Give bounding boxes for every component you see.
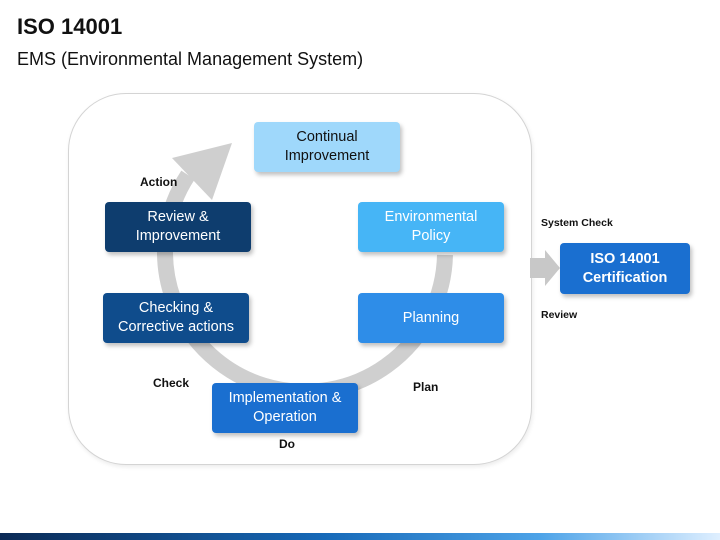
review-improvement-label: Review & Improvement — [135, 209, 221, 244]
environmental-policy-label: Environmental Policy — [384, 209, 478, 244]
system-check-label: System Check — [541, 217, 613, 229]
cycle-arrowhead-icon — [172, 143, 232, 200]
review-label: Review — [541, 309, 578, 321]
checking-box[interactable]: Checking & Corrective actions — [103, 293, 249, 343]
certification-label: ISO 14001 Certification — [582, 250, 668, 286]
environmental-policy-box[interactable]: Environmental Policy — [358, 202, 504, 252]
implementation-box[interactable]: Implementation & Operation — [212, 383, 358, 433]
phase-label-check: Check — [153, 376, 190, 390]
phase-label-do: Do — [279, 437, 295, 451]
page-subtitle: EMS (Environmental Management System) — [17, 49, 364, 69]
page-title: ISO 14001 — [17, 14, 123, 39]
certification-arrow-icon — [530, 250, 560, 286]
implementation-label: Implementation & Operation — [228, 390, 342, 425]
phase-label-action: Action — [140, 175, 178, 189]
continual-improvement-label: Continual Improvement — [284, 129, 370, 164]
planning-label: Planning — [402, 309, 460, 326]
phase-label-plan: Plan — [413, 380, 439, 394]
certification-box[interactable]: ISO 14001 Certification — [560, 243, 690, 294]
continual-improvement-box[interactable]: Continual Improvement — [254, 122, 400, 172]
planning-box[interactable]: Planning — [358, 293, 504, 343]
footer-bar — [0, 533, 720, 540]
review-improvement-box[interactable]: Review & Improvement — [105, 202, 251, 252]
checking-label: Checking & Corrective actions — [117, 300, 235, 335]
